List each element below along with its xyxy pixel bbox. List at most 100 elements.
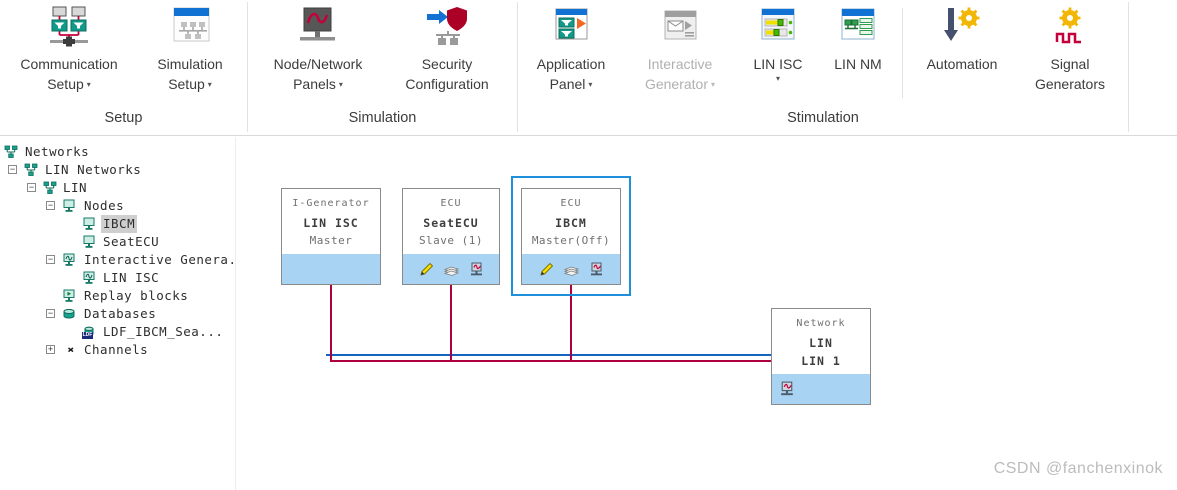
ribbon-label: Setup bbox=[47, 76, 84, 92]
ldf-database-icon: LDF bbox=[82, 325, 96, 339]
tree-label: LDF_IBCM_Sea... bbox=[103, 324, 224, 339]
simulation-canvas[interactable]: I-Generator LIN ISC Master ECU SeatECU S… bbox=[236, 137, 1177, 490]
simulation-setup-icon bbox=[140, 2, 240, 54]
network-box-lin[interactable]: Network LIN LIN 1 bbox=[771, 308, 871, 405]
tree-item-interactive-generators[interactable]: − Interactive Genera. bbox=[0, 251, 236, 269]
ribbon-label: Configuration bbox=[405, 76, 489, 92]
ribbon-label: Panels bbox=[293, 76, 336, 92]
edit-pencil-icon[interactable] bbox=[418, 261, 435, 278]
ribbon-button-lin-isc[interactable]: LIN ISC ▾ bbox=[740, 2, 816, 84]
node-network-icon[interactable] bbox=[778, 380, 796, 398]
tree-item-networks[interactable]: Networks bbox=[0, 143, 234, 161]
ribbon-button-application-panel[interactable]: Application Panel▾ bbox=[522, 2, 620, 95]
interactive-generator-icon bbox=[628, 2, 732, 54]
monitor-wave-icon bbox=[82, 271, 96, 285]
dropdown-caret-icon: ▾ bbox=[338, 80, 343, 89]
node-mode: Slave (1) bbox=[418, 234, 484, 247]
collapse-icon[interactable]: − bbox=[46, 254, 55, 264]
node-network-panels-icon bbox=[256, 2, 380, 54]
node-name: IBCM bbox=[555, 216, 587, 230]
tree-item-lin-networks[interactable]: − LIN Networks bbox=[0, 161, 234, 179]
node-box-seatecu[interactable]: ECU SeatECU Slave (1) bbox=[402, 188, 500, 285]
tree-label: Channels bbox=[84, 342, 149, 357]
tree-label: LIN bbox=[63, 180, 88, 195]
automation-icon bbox=[910, 2, 1014, 54]
lin-isc-icon bbox=[740, 2, 816, 54]
monitor-icon bbox=[62, 199, 76, 213]
tree-label: Replay blocks bbox=[84, 288, 189, 303]
ribbon-button-security-configuration[interactable]: Security Configuration bbox=[386, 2, 508, 94]
network-icon bbox=[4, 145, 18, 159]
lin-nm-icon bbox=[820, 2, 896, 54]
ribbon-label: Node/Network bbox=[273, 56, 363, 72]
ribbon-label: Communication bbox=[20, 56, 118, 72]
network-icon bbox=[43, 181, 57, 195]
collapse-icon[interactable]: − bbox=[46, 200, 55, 210]
ribbon-item-separator bbox=[902, 8, 903, 98]
edit-pencil-icon[interactable] bbox=[538, 261, 555, 278]
tree-item-ibcm[interactable]: IBCM bbox=[0, 215, 234, 233]
ribbon-label: LIN NM bbox=[834, 56, 882, 72]
node-network-icon[interactable] bbox=[468, 261, 485, 278]
watermark-text: CSDN @fanchenxinok bbox=[993, 460, 1163, 477]
tree-item-nodes[interactable]: − Nodes bbox=[0, 197, 234, 215]
ribbon-group-label-simulation: Simulation bbox=[348, 110, 417, 126]
tree-item-channels[interactable]: + Channels bbox=[0, 341, 234, 359]
ribbon-group-divider bbox=[517, 2, 518, 132]
bus-line-blue bbox=[326, 354, 771, 356]
node-name: LIN ISC bbox=[303, 216, 359, 230]
ribbon-button-automation[interactable]: Automation bbox=[910, 2, 1014, 74]
ribbon-label: Security bbox=[421, 56, 473, 72]
ribbon-button-lin-nm[interactable]: LIN NM bbox=[820, 2, 896, 74]
node-box-lin-isc[interactable]: I-Generator LIN ISC Master bbox=[281, 188, 381, 285]
node-connector bbox=[450, 285, 452, 362]
tree-item-seatecu[interactable]: SeatECU bbox=[0, 233, 234, 251]
stack-icon[interactable] bbox=[563, 261, 580, 278]
node-strip bbox=[282, 254, 380, 284]
ribbon-button-node-network-panels[interactable]: Node/Network Panels▾ bbox=[256, 2, 380, 95]
ribbon-button-signal-generators[interactable]: Signal Generators bbox=[1016, 2, 1124, 94]
node-box-ibcm[interactable]: ECU IBCM Master(Off) bbox=[521, 188, 621, 285]
main-content: Networks − LIN Networks − LIN − bbox=[0, 137, 1177, 490]
ribbon-label: Signal bbox=[1050, 56, 1090, 72]
dropdown-caret-icon: ▾ bbox=[775, 74, 780, 83]
ribbon-button-interactive-generator[interactable]: Interactive Generator▾ bbox=[628, 2, 732, 95]
monitor-play-icon bbox=[62, 289, 76, 303]
ribbon-label: Automation bbox=[926, 56, 998, 72]
database-icon bbox=[62, 307, 76, 321]
ribbon-toolbar: Communication Setup▾ Simulation bbox=[0, 0, 1177, 136]
collapse-icon[interactable]: − bbox=[27, 182, 36, 192]
ribbon-label: Generators bbox=[1034, 76, 1106, 92]
tree-item-lin[interactable]: − LIN bbox=[0, 179, 234, 197]
ldf-badge: LDF bbox=[82, 332, 93, 339]
signal-generators-icon bbox=[1016, 2, 1124, 54]
tree-label: SeatECU bbox=[103, 234, 160, 249]
stack-icon[interactable] bbox=[443, 261, 460, 278]
tree-item-replay-blocks[interactable]: Replay blocks bbox=[0, 287, 234, 305]
network-icon bbox=[24, 163, 38, 177]
tree-label: Networks bbox=[25, 144, 90, 159]
collapse-icon[interactable]: − bbox=[46, 308, 55, 318]
tree-item-ldf-database[interactable]: LDF LDF_IBCM_Sea... bbox=[0, 323, 234, 341]
ribbon-label: Interactive bbox=[647, 56, 713, 72]
dropdown-caret-icon: ▾ bbox=[86, 80, 91, 89]
node-connector bbox=[570, 285, 572, 362]
communication-setup-icon bbox=[2, 2, 136, 54]
tree-item-lin-isc[interactable]: LIN ISC bbox=[0, 269, 234, 287]
application-panel-icon bbox=[522, 2, 620, 54]
collapse-icon[interactable]: − bbox=[8, 164, 17, 174]
ribbon-button-simulation-setup[interactable]: Simulation Setup▾ bbox=[140, 2, 240, 95]
ribbon-button-communication-setup[interactable]: Communication Setup▾ bbox=[2, 2, 136, 95]
tree-label: LIN Networks bbox=[45, 162, 142, 177]
tree-label: LIN ISC bbox=[103, 270, 160, 285]
network-name: LIN bbox=[809, 336, 833, 350]
tree-item-databases[interactable]: − Databases bbox=[0, 305, 234, 323]
node-network-icon[interactable] bbox=[588, 261, 605, 278]
bus-line-red bbox=[330, 360, 771, 362]
expand-icon[interactable]: + bbox=[46, 344, 55, 354]
node-strip bbox=[522, 254, 620, 284]
node-connector bbox=[330, 285, 332, 362]
node-strip bbox=[403, 254, 499, 284]
simulation-setup-tree: Networks − LIN Networks − LIN − bbox=[0, 137, 236, 490]
